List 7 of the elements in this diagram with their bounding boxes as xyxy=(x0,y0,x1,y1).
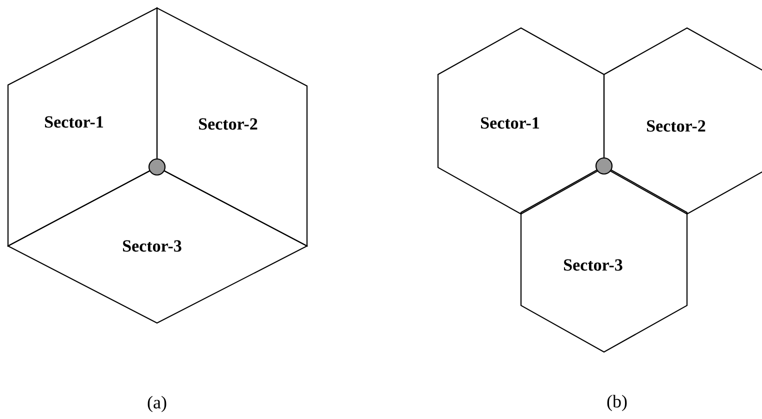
antenna-dot xyxy=(148,158,166,176)
panel-label: (b) xyxy=(607,394,627,412)
hexagon-cell: Sector-3 xyxy=(520,165,688,353)
panel-label: (a) xyxy=(148,396,166,412)
antenna-dot xyxy=(595,157,613,175)
hexagon-cell: Sector-1 xyxy=(437,27,605,215)
hexagon-cell: Sector-2 xyxy=(603,27,762,215)
